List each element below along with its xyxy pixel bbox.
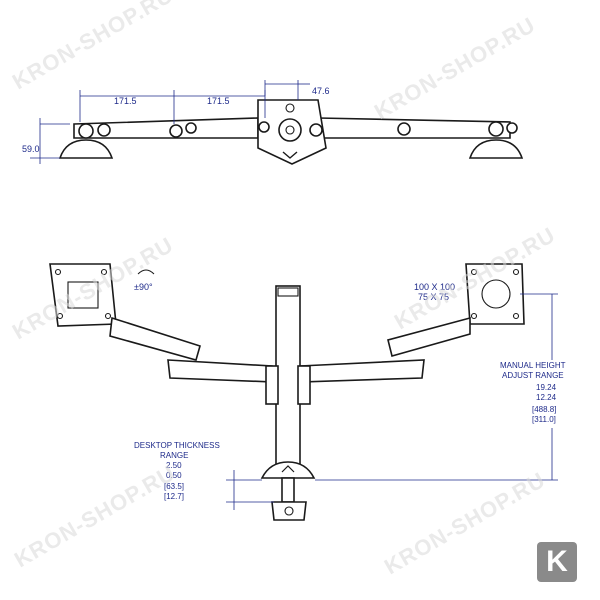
- rotation-arrow-icon: [137, 269, 155, 275]
- left-vesa-mount: [67, 281, 99, 309]
- right-vesa-mount: [481, 279, 511, 309]
- right-collar: [297, 365, 311, 405]
- joint-3: [169, 124, 183, 138]
- vesa-line-2: 75 X 75: [418, 292, 449, 302]
- center-post: [275, 285, 301, 467]
- front-view: ±90° 100 X 100 75 X 75 MANUAL HEIGHT ADJ…: [49, 263, 566, 521]
- watermark: KRON-SHOP.RU: [8, 0, 178, 94]
- left-clamp-pad: [58, 139, 114, 159]
- post-cap: [277, 287, 299, 297]
- height-title-1: MANUAL HEIGHT: [500, 361, 566, 370]
- height-v3: [488.8]: [532, 405, 556, 414]
- vesa-line-1: 100 X 100: [414, 282, 455, 292]
- dim-hub: 47.6: [312, 86, 330, 96]
- watermark: KRON-SHOP.RU: [10, 460, 180, 572]
- kron-logo: K: [537, 542, 577, 582]
- joint-8: [488, 121, 504, 137]
- right-upper-arm: [387, 316, 471, 357]
- desk-v4: [12.7]: [164, 492, 184, 501]
- joint-7: [397, 122, 411, 136]
- joint-1: [78, 123, 94, 139]
- left-upper-arm: [109, 316, 201, 361]
- hub-screw-icon: [285, 103, 295, 113]
- right-lower-arm: [299, 359, 425, 383]
- watermark: KRON-SHOP.RU: [380, 467, 550, 579]
- desk-title-1: DESKTOP THICKNESS: [134, 441, 220, 450]
- joint-4: [185, 122, 197, 134]
- hub-logo-icon: [282, 151, 298, 159]
- joint-6: [309, 123, 323, 137]
- desk-base: [260, 461, 316, 479]
- desk-v1: 2.50: [166, 461, 182, 470]
- height-title-2: ADJUST RANGE: [502, 371, 564, 380]
- base-logo-icon: [281, 465, 295, 473]
- logo-letter: K: [546, 545, 568, 578]
- dim-height: 59.0: [22, 144, 40, 154]
- joint-5: [258, 121, 270, 133]
- top-view: 171.5 171.5 47.6 59.0: [22, 80, 524, 165]
- rotation-label: ±90°: [134, 282, 153, 292]
- joint-2: [97, 123, 111, 137]
- clamp-rod: [281, 477, 295, 503]
- height-v2: 12.24: [536, 393, 557, 402]
- left-lower-arm: [167, 359, 275, 383]
- right-clamp-pad: [468, 139, 524, 159]
- height-v1: 19.24: [536, 383, 557, 392]
- dim-arm-right: 171.5: [207, 96, 230, 106]
- dim-arm-left: 171.5: [114, 96, 137, 106]
- desk-v2: 0.50: [166, 471, 182, 480]
- left-collar: [265, 365, 279, 405]
- desk-v3: [63.5]: [164, 482, 184, 491]
- joint-9: [506, 122, 518, 134]
- hub-knob-center: [285, 125, 295, 135]
- right-arm-bar: [317, 117, 511, 139]
- height-v4: [311.0]: [532, 415, 556, 424]
- desk-title-2: RANGE: [160, 451, 188, 460]
- watermark: KRON-SHOP.RU: [370, 12, 540, 124]
